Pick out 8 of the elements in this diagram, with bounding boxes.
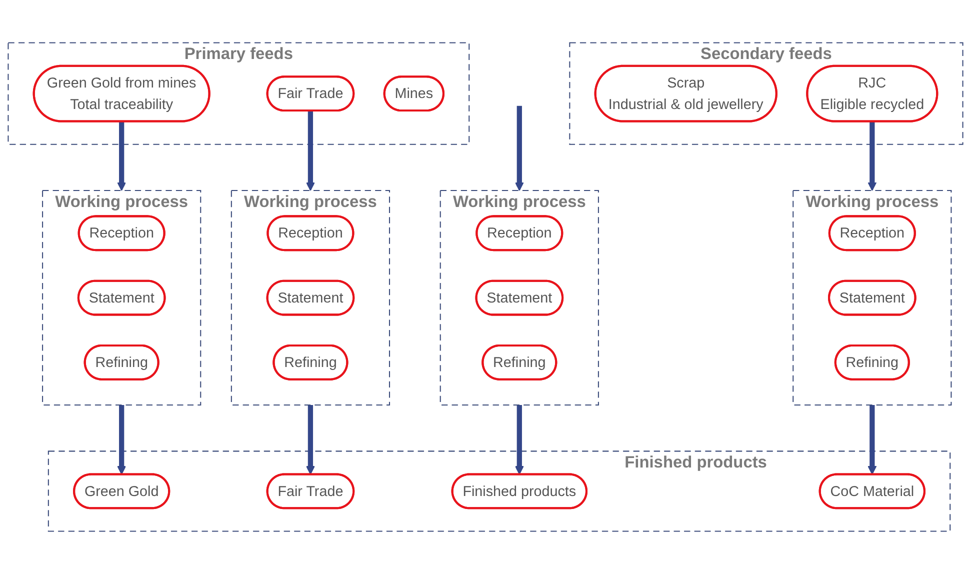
arrow bbox=[868, 121, 877, 191]
arrow bbox=[306, 110, 315, 191]
arrow bbox=[514, 106, 524, 191]
arrow bbox=[868, 405, 877, 475]
arrow bbox=[514, 405, 524, 475]
arrow bbox=[117, 121, 126, 191]
arrow bbox=[117, 405, 126, 475]
arrow bbox=[306, 405, 315, 475]
